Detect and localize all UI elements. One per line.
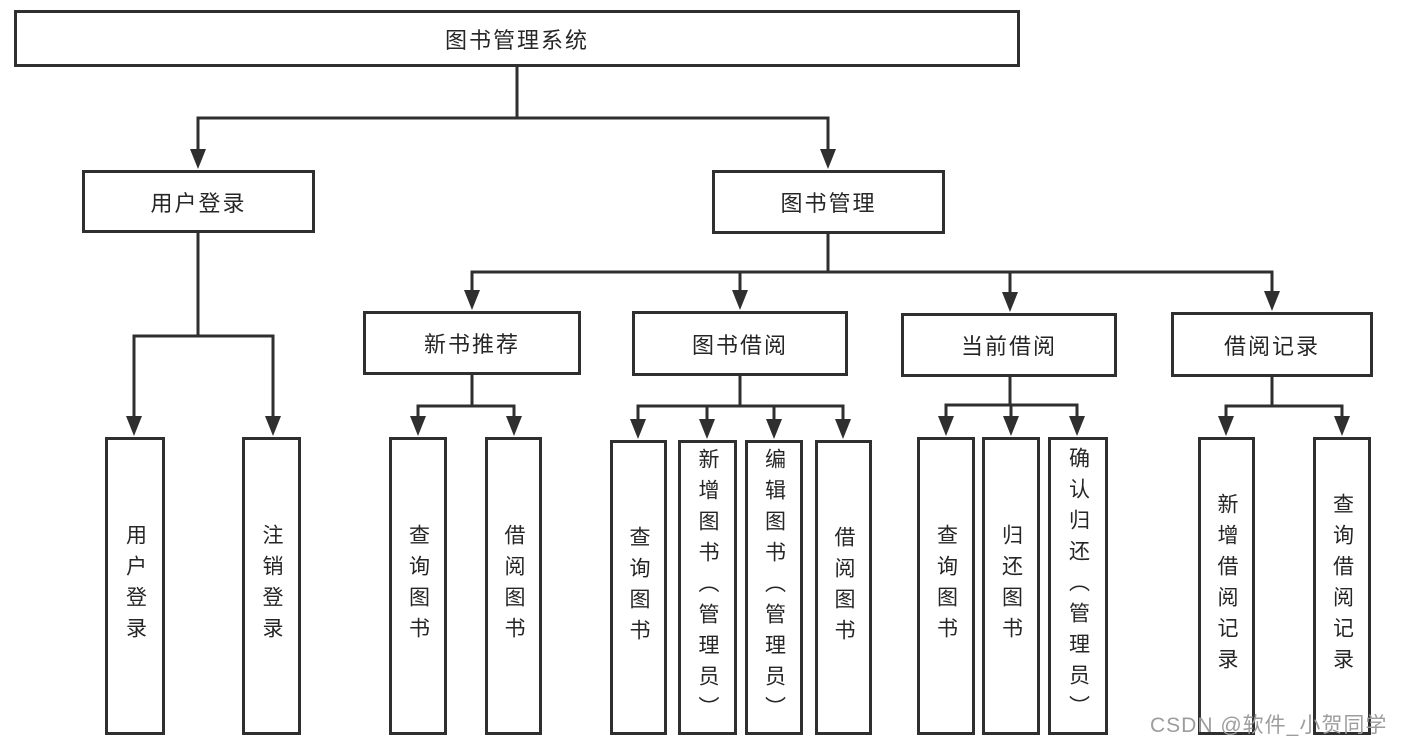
leaf-logout: 注销登录 [242,437,301,735]
node-user-login: 用户登录 [82,170,315,233]
leaf-query-books-current: 查询图书 [917,437,975,735]
leaf-return-books: 归还图书 [982,437,1040,735]
leaf-confirm-return-admin: 确认归还（管理员） [1048,437,1108,735]
node-book-borrowing: 图书借阅 [632,311,848,376]
leaf-borrow-books-borrowing: 借阅图书 [815,440,872,735]
node-current-borrowing: 当前借阅 [901,313,1117,377]
node-library-management-system: 图书管理系统 [14,10,1020,67]
csdn-watermark: CSDN @软件_小贺同学 [1150,714,1388,737]
leaf-query-borrow-record: 查询借阅记录 [1313,437,1371,735]
leaf-edit-books-admin: 编辑图书（管理员） [745,440,803,735]
node-new-book-recommendation: 新书推荐 [363,311,581,375]
node-borrowing-records: 借阅记录 [1171,312,1373,377]
leaf-query-books-borrowing: 查询图书 [610,440,667,735]
node-book-management: 图书管理 [712,170,945,234]
leaf-user-login: 用户登录 [105,437,165,735]
leaf-query-books-recommendation: 查询图书 [389,437,447,735]
leaf-borrow-books-recommendation: 借阅图书 [485,437,542,735]
leaf-add-borrow-record: 新增借阅记录 [1198,437,1255,735]
leaf-add-books-admin: 新增图书（管理员） [678,440,737,735]
